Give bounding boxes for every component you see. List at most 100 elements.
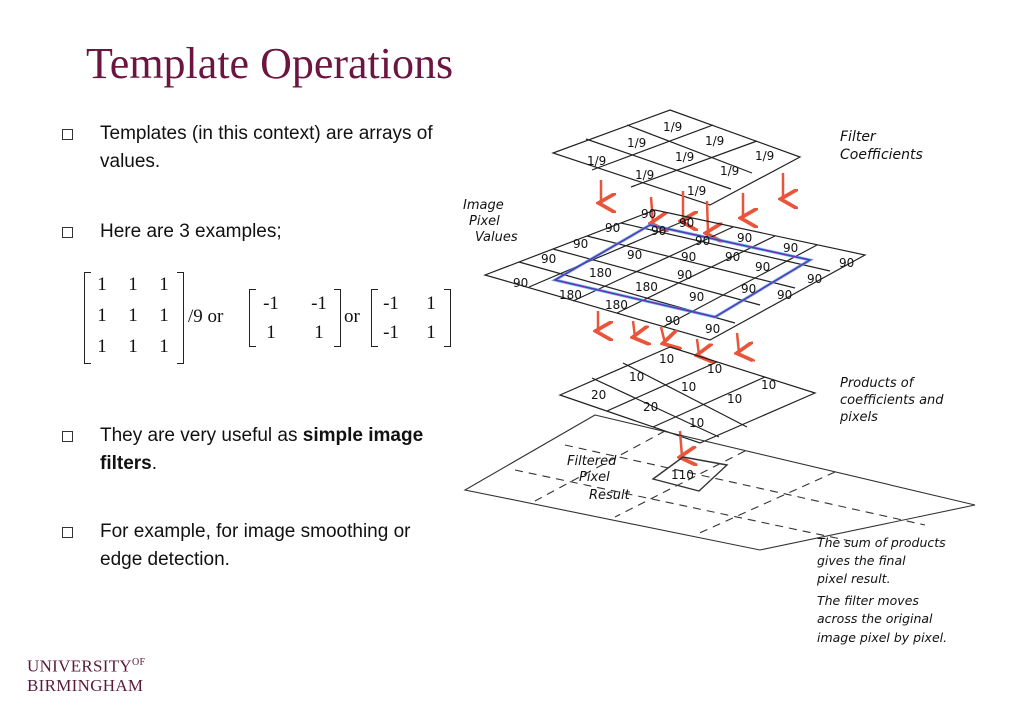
pixel-cell: 90 [665, 314, 680, 328]
matrix-cell: -1 [383, 293, 399, 314]
pixel-cell: 90 [705, 322, 720, 336]
label-products-line: coefficients and [840, 393, 944, 408]
matrix-2x2-b: -1 1 -1 1 [371, 289, 451, 347]
label-filter: Filter Coefficients [840, 129, 923, 163]
pixel-cell: 180 [559, 288, 582, 302]
pixel-cell: 90 [651, 224, 666, 238]
pixel-cell: 90 [605, 221, 620, 235]
label-filter-line: Filter [840, 129, 877, 145]
label-image-line: Pixel [469, 214, 500, 229]
matrix-cell: 1 [97, 336, 107, 357]
filter-cell: 1/9 [705, 134, 724, 148]
bullet-text-part: They are very useful as [100, 425, 303, 446]
arrows-top [601, 173, 783, 233]
matrix-cell: 1 [159, 305, 169, 326]
label-products-line: pixels [839, 410, 878, 425]
product-cell: 10 [761, 378, 776, 392]
label-filtered-line: Result [589, 488, 631, 503]
filter-cell: 1/9 [720, 164, 739, 178]
matrix-cell: -1 [383, 322, 399, 343]
matrix-cell: -1 [311, 293, 327, 314]
filter-cells: 1/9 1/9 1/9 1/9 1/9 1/9 1/9 1/9 1/9 [587, 120, 774, 198]
arrows-middle [598, 311, 739, 355]
filter-cell: 1/9 [687, 184, 706, 198]
filter-cell: 1/9 [635, 168, 654, 182]
bullet-text-part: . [151, 453, 158, 474]
product-cell: 20 [643, 400, 658, 414]
bullet-templates: Templates (in this context) are arrays o… [62, 120, 442, 176]
note-line: The sum of products [817, 535, 946, 550]
pixel-cell: 90 [755, 260, 770, 274]
matrix-cell: 1 [159, 336, 169, 357]
pixel-cell: 90 [513, 276, 528, 290]
bullet-text: For example, for image smoothing or edge… [100, 521, 411, 570]
logo-line2: BIRMINGHAM [27, 675, 144, 695]
label-filter-line: Coefficients [840, 147, 923, 163]
filter-cell: 1/9 [627, 136, 646, 150]
logo-text: UNIVERSITY [27, 656, 132, 676]
pixel-cell: 90 [839, 256, 854, 270]
bullet-bold-text: simple image filters [100, 425, 424, 474]
square-bullet-icon [62, 129, 73, 140]
pixel-cell: 90 [783, 241, 798, 255]
product-cell: 10 [659, 352, 674, 366]
pixel-cell: 90 [689, 290, 704, 304]
matrix-cell: 1 [426, 293, 436, 314]
matrix-cell: 1 [159, 274, 169, 295]
bullet-text: Here are 3 examples; [100, 221, 282, 242]
product-cell: 10 [727, 392, 742, 406]
pixel-cell: 90 [777, 288, 792, 302]
label-filtered: Filtered Pixel Result [567, 454, 631, 503]
matrix-cell: 1 [128, 274, 138, 295]
note-line: The filter moves [817, 593, 919, 608]
filter-cell: 1/9 [663, 120, 682, 134]
matrix-cell: 1 [266, 322, 276, 343]
matrix-2x2-a: -1 -1 1 1 [249, 289, 341, 347]
pixel-cell: 180 [589, 266, 612, 280]
square-bullet-icon [62, 227, 73, 238]
bullet-filters: They are very useful as simple image fil… [62, 422, 442, 478]
filter-diagram: 1/9 1/9 1/9 1/9 1/9 1/9 1/9 1/9 1/9 [463, 109, 976, 645]
label-image: Image Pixel Values [463, 198, 518, 245]
university-logo: UNIVERSITYOF BIRMINGHAM [27, 653, 145, 695]
square-bullet-icon [62, 431, 73, 442]
product-cell: 10 [707, 362, 722, 376]
divide-or-text: /9 or [188, 306, 224, 327]
matrix-cell: 1 [426, 322, 436, 343]
filter-cell: 1/9 [675, 150, 694, 164]
note-line: across the original [817, 611, 933, 626]
pixel-cell: 90 [627, 248, 642, 262]
pixel-cell: 90 [737, 231, 752, 245]
pixel-cell: 90 [677, 268, 692, 282]
bullet-smoothing: For example, for image smoothing or edge… [62, 518, 442, 574]
bullet-examples: Here are 3 examples; [62, 218, 442, 246]
bullet-text: They are very useful as simple image fil… [100, 422, 440, 478]
products-grid [558, 346, 817, 444]
pixel-cell: 90 [541, 252, 556, 266]
label-products: Products of coefficients and pixels [839, 376, 944, 425]
product-cell: 10 [629, 370, 644, 384]
label-image-line: Image [463, 198, 504, 213]
pixel-cell: 90 [679, 216, 694, 230]
filter-grid [551, 109, 802, 206]
label-products-line: Products of [840, 376, 916, 391]
result-cell: 110 [671, 468, 694, 482]
logo-line1: UNIVERSITYOF [27, 653, 145, 676]
neighborhood-outline-inner [552, 224, 813, 318]
matrix-cell: 1 [97, 274, 107, 295]
filter-cell: 1/9 [587, 154, 606, 168]
product-cell: 10 [681, 380, 696, 394]
pixel-cell: 180 [635, 280, 658, 294]
pixel-cell: 90 [725, 250, 740, 264]
product-cells: 10 10 10 10 10 10 20 20 10 [591, 352, 776, 430]
matrix-cell: -1 [263, 293, 279, 314]
pixel-cells: 90 90 90 90 90 90 90 90 90 90 90 90 90 9… [513, 207, 854, 336]
pixel-cell: 90 [807, 272, 822, 286]
pixel-cell: 90 [695, 234, 710, 248]
slide-title: Template Operations [86, 39, 454, 88]
label-filtered-line: Pixel [579, 470, 610, 485]
matrix-cell: 1 [128, 305, 138, 326]
matrix-cell: 1 [97, 305, 107, 326]
result-grid [463, 414, 976, 551]
